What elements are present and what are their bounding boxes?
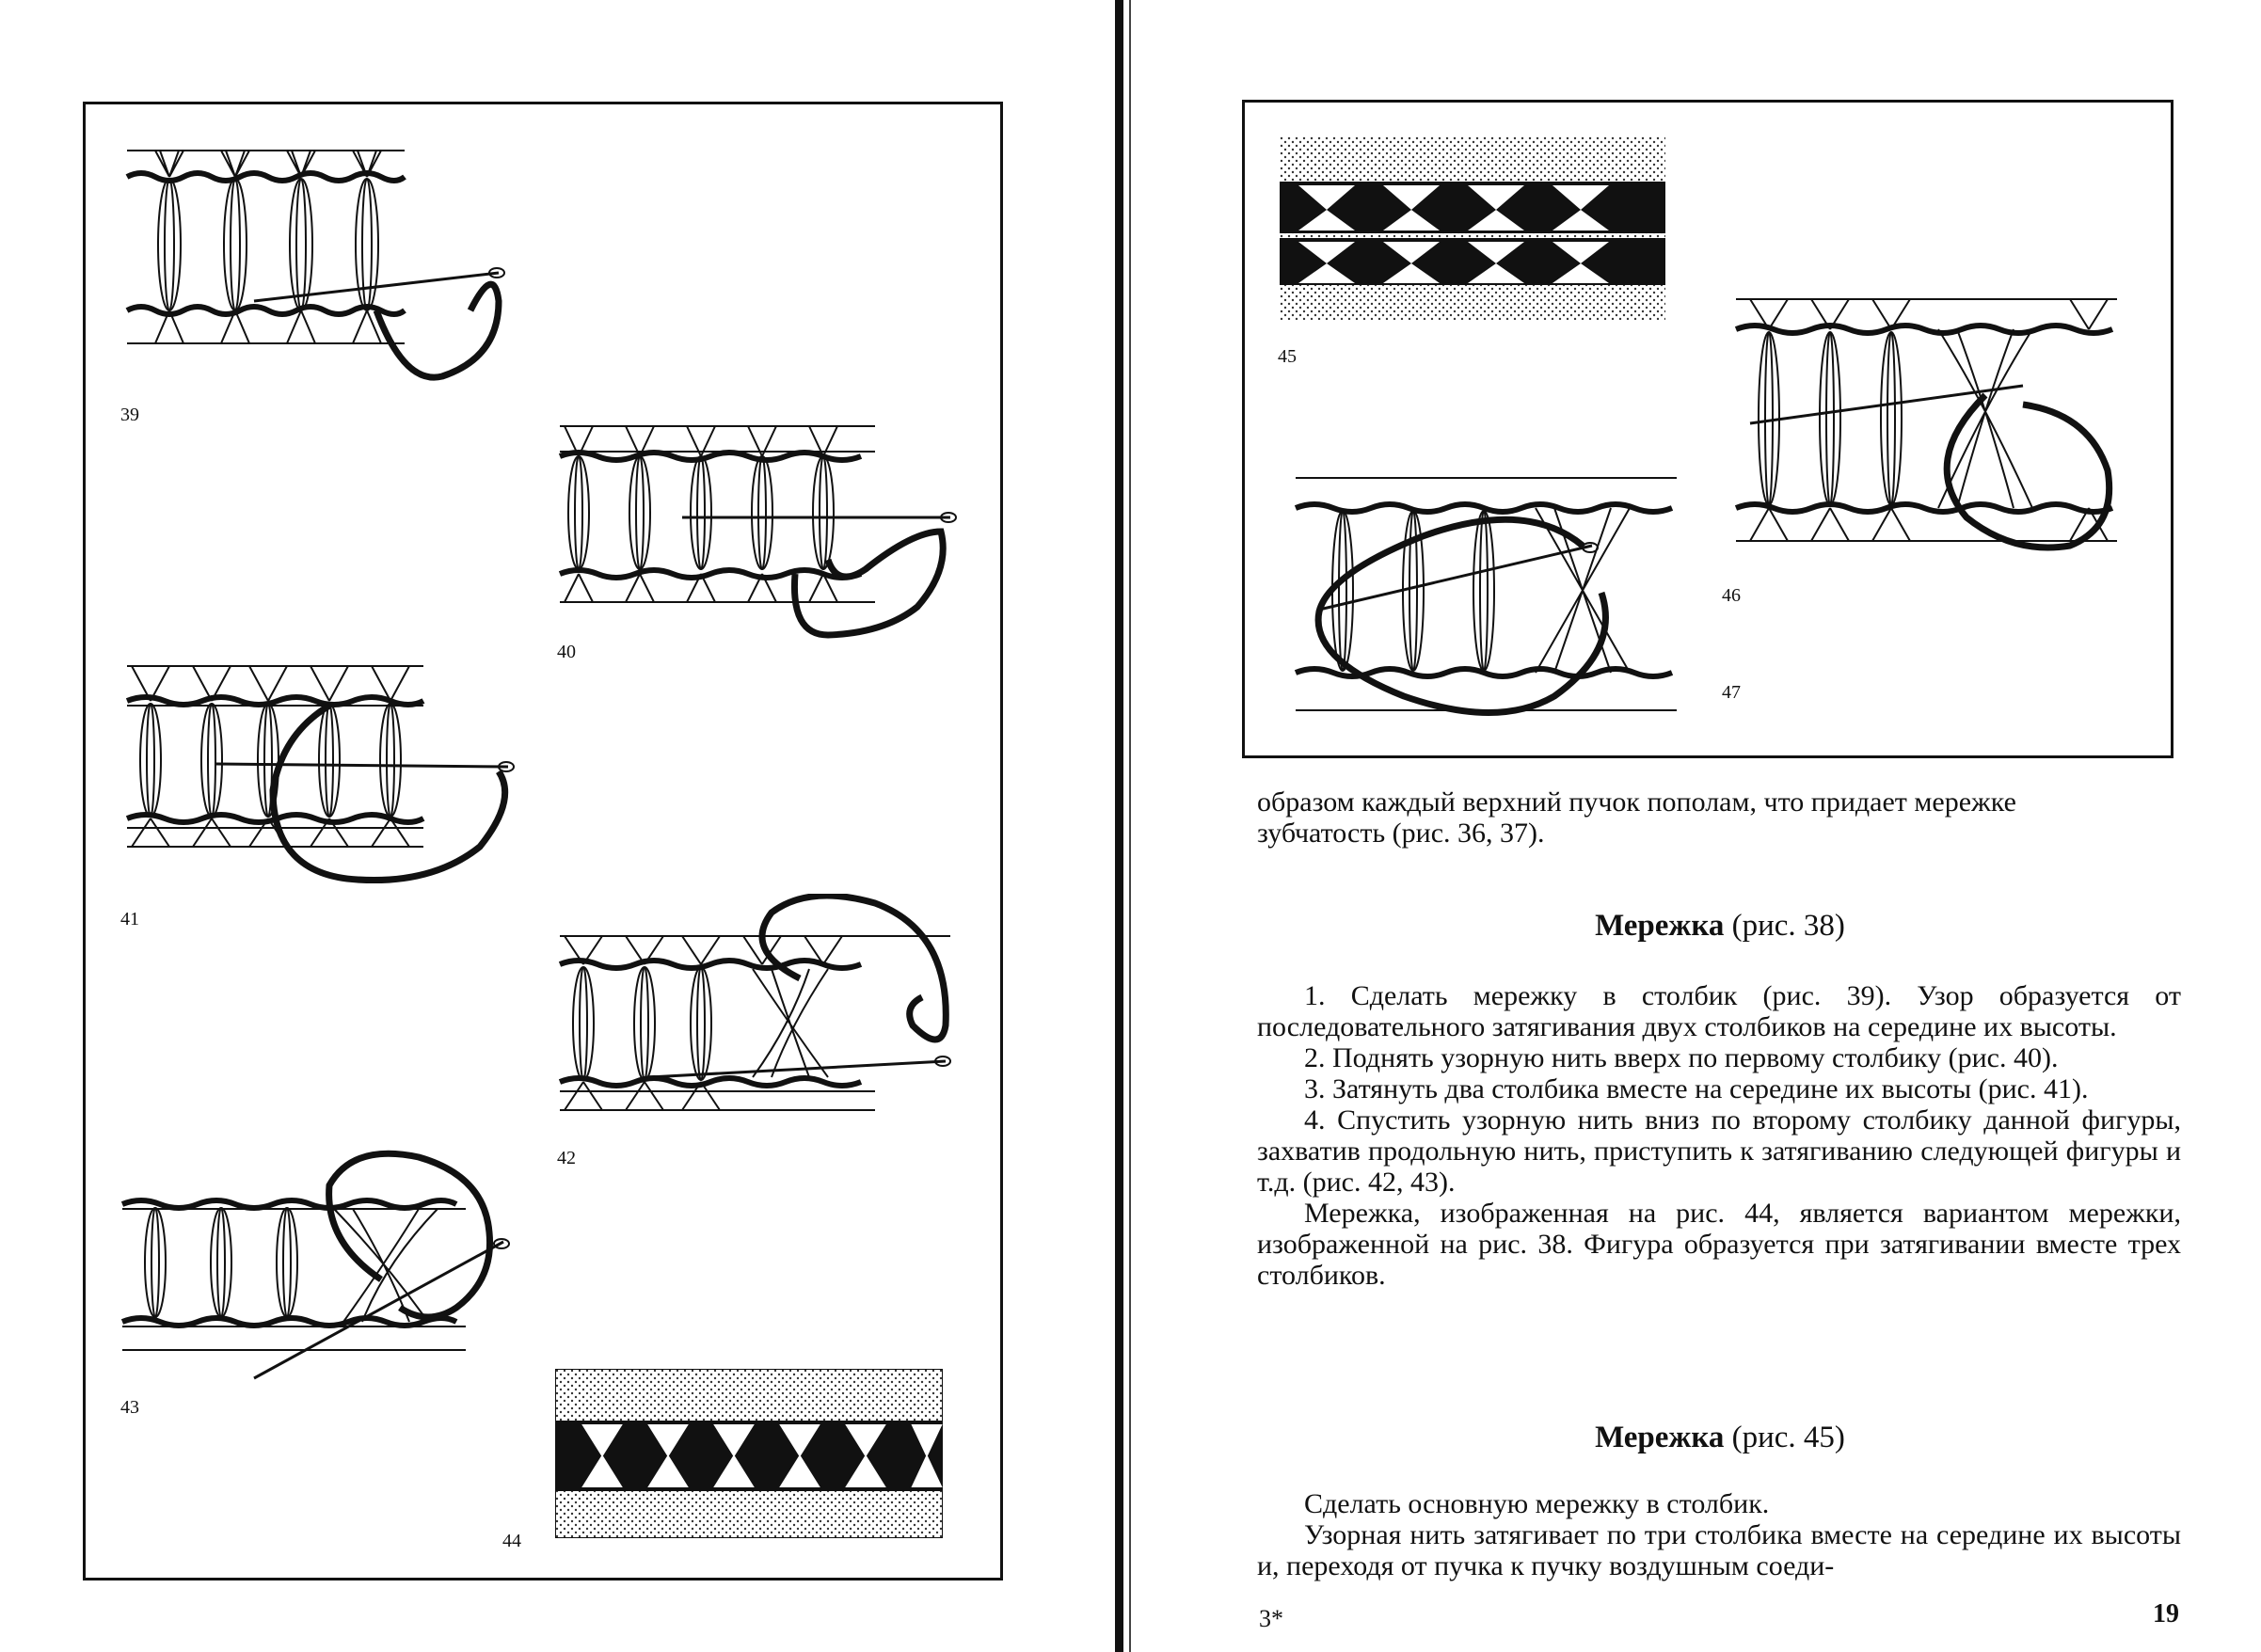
book-spine [1115, 0, 1123, 1652]
section-45-text: Сделать основную мережку в столбик. Узор… [1257, 1488, 2181, 1581]
figure-40 [555, 419, 969, 654]
figure-42 [555, 894, 969, 1138]
figure-41-caption: 41 [120, 909, 139, 929]
figure-46-caption: 46 [1722, 585, 1741, 606]
figure-40-caption: 40 [557, 642, 576, 662]
figure-45-caption: 45 [1278, 346, 1297, 367]
figure-39-caption: 39 [120, 405, 139, 425]
section-45-line-1: Сделать основную мережку в столбик. [1304, 1488, 1770, 1519]
section-45-line-2: Узорная нить затягивает по три столбика … [1257, 1519, 2181, 1581]
section-heading-38: Мережка (рис. 38) [1259, 909, 2181, 944]
instruction-2: 2. Поднять узорную нить вверх по первому… [1304, 1042, 2059, 1073]
figure-44 [555, 1369, 943, 1538]
figure-39 [122, 141, 527, 405]
figure-41 [122, 659, 536, 903]
instruction-4: 4. Спустить узорную нить вниз по второму… [1257, 1104, 2181, 1198]
section-heading-38-ref: (рис. 38) [1731, 909, 1845, 943]
figure-43 [118, 1148, 532, 1392]
section-heading-38-title: Мережка [1595, 909, 1725, 943]
variant-paragraph: Мережка, изображенная на рис. 44, являет… [1257, 1198, 2181, 1291]
section-heading-45-ref: (рис. 45) [1731, 1421, 1845, 1454]
intro-line-1: образом каждый верхний пучок пополам, чт… [1257, 786, 2016, 818]
instruction-1: 1. Сделать мережку в столбик (рис. 39). … [1257, 980, 2181, 1042]
section-heading-45: Мережка (рис. 45) [1259, 1421, 2181, 1455]
section-heading-45-title: Мережка [1595, 1421, 1725, 1454]
left-page-folio: 3* [1259, 1605, 1283, 1632]
figure-44-caption: 44 [502, 1531, 521, 1551]
right-page-number: 19 [2153, 1599, 2179, 1628]
left-figure-frame [83, 102, 1003, 1581]
figure-43-caption: 43 [120, 1397, 139, 1418]
right-figure-frame [1242, 100, 2173, 758]
figure-47 [1291, 470, 1686, 724]
figure-46 [1731, 292, 2126, 564]
instruction-3: 3. Затянуть два столбика вместе на серед… [1304, 1073, 2089, 1104]
intro-line-2: зубчатость (рис. 36, 37). [1257, 818, 1545, 849]
figure-45 [1280, 136, 1665, 320]
figure-47-caption: 47 [1722, 682, 1741, 703]
figure-42-caption: 42 [557, 1148, 576, 1168]
instructions-block: 1. Сделать мережку в столбик (рис. 39). … [1257, 980, 2181, 1291]
intro-paragraph: образом каждый верхний пучок пополам, чт… [1257, 786, 2181, 849]
book-spine-shadow [1129, 0, 1131, 1652]
